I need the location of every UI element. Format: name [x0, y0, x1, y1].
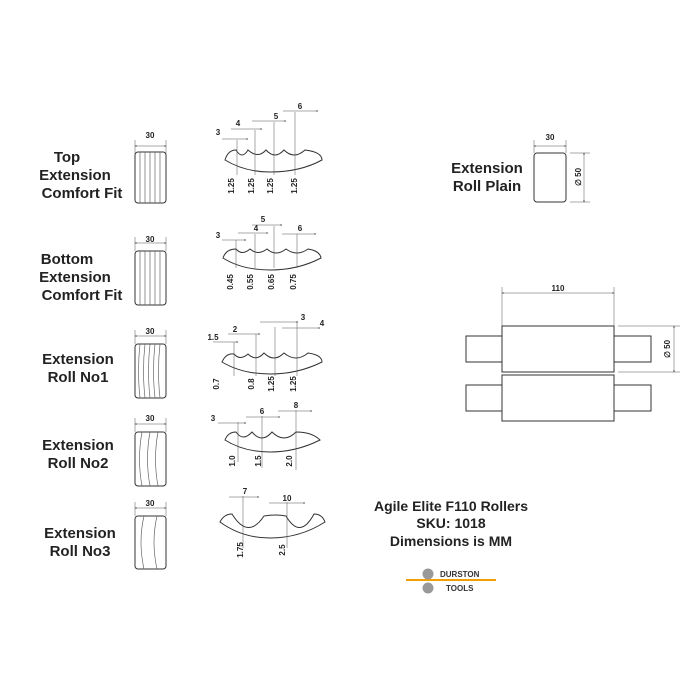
depth-dimension: 0.65 [267, 274, 276, 290]
logo-line: TOOLS [446, 584, 474, 593]
top-dimension: 6 [298, 224, 303, 233]
depth-dimension: 2.5 [278, 544, 287, 556]
roller-upper [501, 325, 615, 373]
durston-tools-logo: DURSTON TOOLS [406, 568, 496, 594]
depth-dimension: 2.0 [285, 455, 294, 467]
depth-dimension: 1.0 [228, 455, 237, 467]
roll-side-view: 30 [134, 131, 167, 204]
roll-cross-section: 3 4 5 6 1.25 1.25 1.25 1.25 [216, 102, 323, 194]
top-dimension: 3 [216, 231, 221, 240]
logo-line: DURSTON [440, 570, 480, 579]
roller-lower [501, 374, 615, 422]
title-line: Agile Elite F110 Rollers [374, 498, 528, 514]
depth-dimension: 1.25 [266, 178, 275, 194]
profile-name-line: Bottom [41, 251, 94, 268]
top-dimension: 8 [294, 401, 299, 410]
depth-dimension: 0.7 [212, 378, 221, 390]
top-dimension: 3 [216, 128, 221, 137]
roll-cross-section: 3 4 5 6 0.45 0.55 0.65 0.75 [216, 215, 322, 290]
roll-side-view: 30 [134, 499, 167, 570]
profile-name-line: Roll No3 [50, 543, 111, 560]
width-dimension: 30 [146, 414, 155, 423]
depth-dimension: 1.25 [290, 178, 299, 194]
top-dimension: 5 [261, 215, 266, 224]
profile-bottom-extension-comfort-fit: Bottom Extension Comfort Fit 30 3 [39, 215, 322, 306]
plain-roll-body [533, 152, 567, 203]
shaft-left-lower [465, 384, 503, 412]
roll-cross-section: 7 10 1.75 2.5 [219, 487, 326, 558]
length-dimension: 110 [552, 284, 565, 293]
top-dimension: 6 [298, 102, 303, 111]
top-dimension: 4 [254, 224, 259, 233]
profile-name-line: Extension [39, 167, 111, 184]
diameter-dimension: ∅ 50 [574, 167, 583, 186]
roll-side-view: 30 [134, 235, 167, 306]
top-dimension: 3 [211, 414, 216, 423]
roll-cross-section: 3 6 8 1.0 1.5 2.0 [211, 401, 321, 470]
top-dimension: 4 [320, 319, 325, 328]
depth-dimension: 0.8 [247, 378, 256, 390]
profile-extension-roll-no1: Extension Roll No1 30 1.5 2 3 [42, 313, 325, 399]
profile-name-line: Roll No1 [48, 369, 109, 386]
top-dimension: 1.5 [207, 333, 219, 342]
diameter-dimension: ∅ 50 [663, 339, 672, 358]
top-dimension: 5 [274, 112, 279, 121]
top-dimension: 10 [283, 494, 292, 503]
depth-dimension: 1.75 [236, 542, 245, 558]
profile-extension-roll-no2: Extension Roll No2 30 3 6 8 1.0 1.5 2.0 [42, 401, 321, 487]
top-dimension: 2 [233, 325, 238, 334]
depth-dimension: 1.25 [267, 376, 276, 392]
top-dimension: 6 [260, 407, 265, 416]
profile-name-line: Extension [39, 269, 111, 286]
top-dimension: 7 [243, 487, 248, 496]
depth-dimension: 0.75 [289, 274, 298, 290]
profile-name-line: Extension [44, 525, 116, 542]
title-line: SKU: 1018 [416, 515, 485, 531]
width-dimension: 30 [146, 235, 155, 244]
depth-dimension: 1.25 [289, 376, 298, 392]
width-dimension: 30 [546, 133, 555, 142]
profile-top-extension-comfort-fit: Top Extension Comfort Fit 30 3 [39, 102, 323, 204]
depth-dimension: 0.55 [246, 274, 255, 290]
width-dimension: 30 [146, 499, 155, 508]
width-dimension: 30 [146, 131, 155, 140]
profile-name-line: Comfort Fit [42, 185, 123, 202]
top-dimension: 4 [236, 119, 241, 128]
roll-side-view: 30 [134, 327, 167, 399]
profile-name-line: Extension [42, 437, 114, 454]
width-dimension: 30 [146, 327, 155, 336]
depth-dimension: 1.5 [254, 455, 263, 467]
profile-name-line: Comfort Fit [42, 287, 123, 304]
roller-assembly: 110 ∅ 50 [465, 284, 680, 422]
profile-name-line: Top [54, 149, 80, 166]
profile-name-line: Extension [42, 351, 114, 368]
depth-dimension: 1.25 [227, 178, 236, 194]
profile-name-line: Roll No2 [48, 455, 109, 472]
title-block: Agile Elite F110 Rollers SKU: 1018 Dimen… [374, 498, 528, 549]
depth-dimension: 0.45 [226, 274, 235, 290]
roll-side-view: 30 [134, 414, 167, 487]
shaft-right-lower [613, 384, 652, 412]
profile-name-line: Roll Plain [453, 178, 521, 195]
shaft-left-upper [465, 335, 503, 363]
profile-extension-roll-plain: Extension Roll Plain 30 ∅ 50 [451, 133, 590, 203]
roll-cross-section: 1.5 2 3 4 0.7 0.8 1.25 1.25 [207, 313, 324, 392]
profile-extension-roll-no3: Extension Roll No3 30 7 10 1.75 2.5 [44, 487, 326, 570]
depth-dimension: 1.25 [247, 178, 256, 194]
top-dimension: 3 [301, 313, 306, 322]
title-line: Dimensions is MM [390, 533, 512, 549]
profile-name-line: Extension [451, 160, 523, 177]
shaft-right-upper [613, 335, 652, 363]
